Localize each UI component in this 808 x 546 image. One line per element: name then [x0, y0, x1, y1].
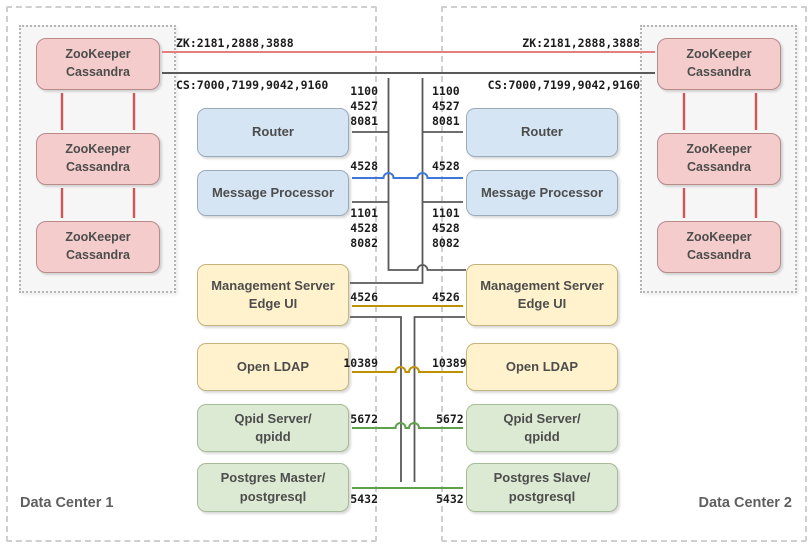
node-label: Cassandra	[687, 65, 751, 79]
node-label: postgresql	[239, 488, 307, 504]
node-label: Qpid Server/	[503, 410, 581, 426]
node-label: Message Processor	[211, 184, 335, 200]
node-label: ZooKeeper	[686, 230, 752, 245]
node-label: Cassandra	[66, 65, 130, 79]
node-label: Postgres Master/	[220, 470, 326, 486]
mp-mgmt-ports-dc1: 1101 4528 8082	[314, 206, 378, 251]
dc2-caption: Data Center 2	[698, 495, 792, 511]
router-ports-dc2: 1100 4527 8081	[432, 84, 502, 129]
dc2-router-node: Router	[466, 108, 618, 157]
port-value: 4527	[350, 99, 378, 113]
dc1-qpid-server-node: Qpid Server/ qpidd	[197, 404, 349, 452]
dc1-zk-cassandra-node-3: ZooKeeper Cassandra	[36, 221, 160, 273]
dc2-zk-cassandra-node-1: ZooKeeper Cassandra	[657, 38, 781, 90]
dc1-message-processor-node: Message Processor	[197, 170, 349, 216]
zk-ports-label-right: ZK:2181,2888,3888	[522, 36, 640, 50]
qpid-port-dc1: 5672	[350, 412, 378, 426]
ldap-port-dc2: 10389	[432, 356, 467, 370]
postgres-port-dc1: 5432	[350, 492, 378, 506]
cs-ports-label-left: CS:7000,7199,9042,9160	[176, 78, 329, 92]
port-value: 1101	[432, 206, 460, 220]
dc1-postgres-master-node: Postgres Master/ postgresql	[197, 463, 349, 512]
node-label: Cassandra	[66, 160, 130, 174]
dc1-zk-cassandra-node-1: ZooKeeper Cassandra	[36, 38, 160, 90]
node-label: Cassandra	[687, 248, 751, 262]
port-value: 4527	[432, 99, 460, 113]
node-label: Qpid Server/	[234, 410, 312, 426]
dc1-caption: Data Center 1	[20, 495, 114, 511]
ms-port-dc2: 4526	[432, 290, 460, 304]
node-label: Cassandra	[687, 160, 751, 174]
port-value: 8082	[350, 236, 378, 250]
node-label: ZooKeeper	[65, 47, 131, 62]
dc2-message-processor-node: Message Processor	[466, 170, 618, 216]
dc2-zk-cassandra-node-3: ZooKeeper Cassandra	[657, 221, 781, 273]
node-label: ZooKeeper	[686, 47, 752, 62]
node-label: ZooKeeper	[686, 142, 752, 157]
node-label: Router	[252, 124, 294, 140]
dc1-router-node: Router	[197, 108, 349, 157]
node-label: Edge UI	[517, 296, 567, 311]
mp-mgmt-ports-dc2: 1101 4528 8082	[432, 206, 502, 251]
port-value: 4528	[432, 221, 460, 235]
node-label: Router	[521, 124, 563, 140]
mp-data-port-dc2: 4528	[432, 159, 460, 173]
dc2-open-ldap-node: Open LDAP	[466, 343, 618, 391]
dc1-open-ldap-node: Open LDAP	[197, 343, 349, 391]
node-label: Cassandra	[66, 248, 130, 262]
node-label: ZooKeeper	[65, 230, 131, 245]
node-label: postgresql	[508, 488, 576, 504]
node-label: ZooKeeper	[65, 142, 131, 157]
zk-ports-label-left: ZK:2181,2888,3888	[176, 36, 294, 50]
ms-port-dc1: 4526	[350, 290, 378, 304]
dc2-qpid-server-node: Qpid Server/ qpidd	[466, 404, 618, 452]
node-label: qpidd	[524, 429, 560, 444]
dc1-management-server-node: Management Server Edge UI	[197, 264, 349, 326]
node-label: Open LDAP	[236, 358, 310, 374]
cs-ports-label-right: CS:7000,7199,9042,9160	[487, 78, 640, 92]
port-value: 8081	[350, 114, 378, 128]
port-value: 1100	[350, 84, 378, 98]
qpid-port-dc2: 5672	[436, 412, 464, 426]
port-value: 8082	[432, 236, 460, 250]
node-label: Open LDAP	[505, 358, 579, 374]
dc1-zk-cassandra-node-2: ZooKeeper Cassandra	[36, 133, 160, 185]
node-label: Management Server	[480, 277, 604, 293]
node-label: Management Server	[211, 277, 335, 293]
node-label: Message Processor	[480, 184, 604, 200]
port-value: 4528	[350, 221, 378, 235]
mp-data-port-dc1: 4528	[350, 159, 378, 173]
router-ports-dc1: 1100 4527 8081	[314, 84, 378, 129]
dc2-boundary	[441, 6, 807, 542]
postgres-port-dc2: 5432	[436, 492, 464, 506]
dc2-management-server-node: Management Server Edge UI	[466, 264, 618, 326]
node-label: Postgres Slave/	[493, 470, 591, 486]
dc2-postgres-slave-node: Postgres Slave/ postgresql	[466, 463, 618, 512]
node-label: qpidd	[255, 429, 291, 444]
dc2-zk-cassandra-node-2: ZooKeeper Cassandra	[657, 133, 781, 185]
port-value: 1101	[350, 206, 378, 220]
ldap-port-dc1: 10389	[343, 356, 378, 370]
node-label: Edge UI	[248, 296, 298, 311]
port-value: 8081	[432, 114, 460, 128]
port-value: 1100	[432, 84, 460, 98]
